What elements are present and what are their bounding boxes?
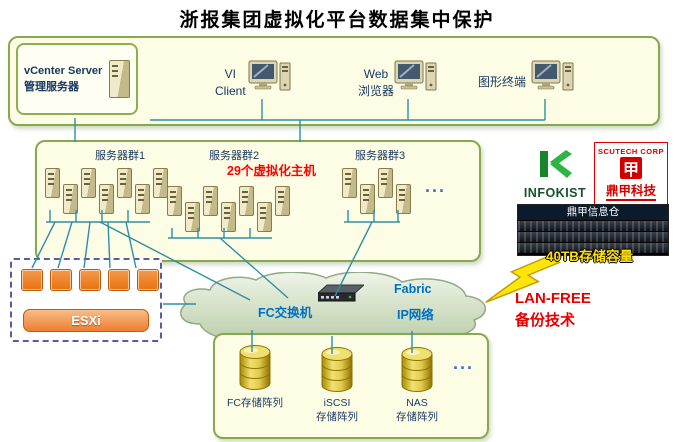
server-icon: [185, 202, 200, 232]
server-icon: [342, 168, 357, 198]
infokist-wordmark: INFOKIST: [523, 185, 587, 200]
fc-switch-label: FC交换机: [258, 306, 313, 320]
scutech-cn-text: 鼎甲科技: [605, 180, 656, 201]
server-icon: [239, 186, 254, 216]
computer-icon: [531, 56, 575, 100]
disk-array-row: [518, 243, 668, 253]
esxi-cluster-box: ESXi: [10, 258, 162, 342]
vi-client-label: VI Client: [215, 67, 246, 98]
server-group3-label: 服务器群3: [355, 150, 406, 162]
terminal-label: 图形终端: [478, 75, 527, 89]
esxi-host-icon: [79, 269, 101, 291]
server-icon: [45, 168, 60, 198]
scutech-corp-text: SCUTECH CORP: [597, 147, 664, 156]
computer-icon: [248, 56, 292, 100]
server-icon: [99, 184, 114, 214]
vcenter-server-node: vCenter Server 管理服务器: [16, 43, 138, 115]
server-group1-label: 服务器群1: [95, 150, 146, 162]
more-servers-ellipsis: ...: [425, 176, 447, 196]
esxi-host-icon: [21, 269, 43, 291]
esxi-label-bar: ESXi: [23, 309, 149, 332]
page-title: 浙报集团虚拟化平台数据集中保护: [179, 10, 495, 31]
server-icon: [378, 168, 393, 198]
storage-box: FC存储阵列 iSCSI 存储阵列 NAS 存储阵列 ...: [213, 333, 489, 439]
server-group2-label: 服务器群2: [209, 150, 260, 162]
vm-host-count-note: 29个虚拟化主机: [227, 164, 316, 178]
infokist-logo: INFOKIST: [518, 142, 592, 206]
nas-storage-label: NAS 存储阵列: [396, 397, 438, 423]
server-icon: [63, 184, 78, 214]
lightning-bolt-icon: [483, 240, 564, 331]
server-icon: [221, 202, 236, 232]
server-farm-box: 服务器群1 服务器群2 服务器群3 29个虚拟化主机 ...: [35, 140, 481, 262]
backup-appliance: 鼎甲信息仓: [517, 204, 669, 256]
server-group1-icons: [45, 168, 168, 214]
capacity-note: 40TB存储容量: [546, 249, 634, 264]
iscsi-storage-cylinder-icon: [319, 345, 355, 395]
server-icon: [135, 184, 150, 214]
iscsi-storage-label: iSCSI 存储阵列: [316, 397, 358, 423]
server-icon: [81, 168, 96, 198]
scutech-logo: SCUTECH CORP 甲 鼎甲科技: [594, 142, 668, 206]
server-icon: [360, 184, 375, 214]
disk-array-row: [518, 221, 668, 231]
server-icon: [396, 184, 411, 214]
server-icon: [117, 168, 132, 198]
fabric-label: Fabric: [394, 282, 432, 296]
scutech-emblem-icon: 甲: [620, 157, 642, 179]
infokist-k-icon: [537, 149, 573, 184]
lanfree-note: LAN-FREE 备份技术: [515, 290, 591, 329]
fc-storage-cylinder-icon: [237, 343, 273, 393]
server-icon: [257, 202, 272, 232]
esxi-host-icon: [137, 269, 159, 291]
ip-network-label: IP网络: [397, 308, 434, 322]
appliance-name-bar: 鼎甲信息仓: [518, 205, 668, 220]
server-icon: [275, 186, 290, 216]
web-browser-label: Web 浏览器: [358, 67, 395, 98]
esxi-host-icon: [50, 269, 72, 291]
server-icon: [153, 168, 168, 198]
server-group3-icons: [342, 168, 411, 214]
esxi-host-icons: [21, 269, 159, 291]
disk-array-row: [518, 232, 668, 242]
vcenter-label: vCenter Server 管理服务器: [24, 64, 103, 94]
clients-box: vCenter Server 管理服务器 VI Client Web 浏览器 图…: [8, 36, 660, 126]
switch-icon: [316, 284, 366, 307]
nas-storage-cylinder-icon: [399, 345, 435, 395]
computer-icon: [394, 56, 438, 100]
fc-storage-label: FC存储阵列: [227, 397, 283, 409]
server-icon: [203, 186, 218, 216]
esxi-host-icon: [108, 269, 130, 291]
server-group2-icons: [167, 186, 290, 232]
server-icon: [167, 186, 182, 216]
more-storage-ellipsis: ...: [453, 353, 475, 373]
server-tower-icon: [109, 60, 130, 98]
